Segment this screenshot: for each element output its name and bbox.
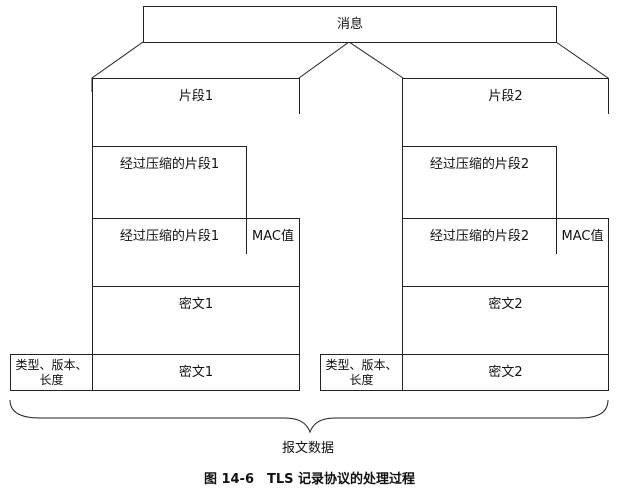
ciphertext-2-final-box: 密文2 — [402, 354, 609, 391]
ciphertext-2-box: 密文2 — [402, 286, 609, 323]
header-1-box: 类型、版本、 长度 — [10, 354, 93, 391]
header-2-box: 类型、版本、 长度 — [320, 354, 403, 391]
ciphertext-2-final-label: 密文2 — [488, 364, 523, 380]
fragment-1-box: 片段1 — [92, 78, 300, 115]
header-2-line1: 类型、版本、 — [325, 357, 398, 372]
message-box: 消息 — [143, 6, 557, 43]
ciphertext-1-final-label: 密文1 — [178, 364, 214, 380]
compressed-2-repeat-label: 经过压缩的片段2 — [429, 228, 530, 244]
compressed-1-mac-row: 经过压缩的片段1 — [92, 218, 247, 255]
compressed-1-label: 经过压缩的片段1 — [119, 156, 220, 172]
mac-2-label: MAC值 — [561, 228, 604, 244]
compressed-2-gap — [402, 182, 557, 219]
ciphertext-1-gap — [92, 322, 300, 355]
figure-caption: 图 14-6 TLS 记录协议的处理过程 — [203, 472, 416, 487]
header-1-line1: 类型、版本、 — [15, 357, 88, 372]
ciphertext-1-box: 密文1 — [92, 286, 300, 323]
mac-2-box: MAC值 — [556, 218, 609, 255]
split-notch — [298, 41, 404, 79]
compressed-1-repeat-label: 经过压缩的片段1 — [119, 228, 220, 244]
compressed-2-label: 经过压缩的片段2 — [429, 156, 530, 172]
compressed-1-box: 经过压缩的片段1 — [92, 146, 247, 183]
mac-2-gap — [402, 254, 609, 287]
ciphertext-1-label: 密文1 — [178, 296, 214, 312]
ciphertext-2-label: 密文2 — [488, 296, 523, 312]
brace-label: 报文数据 — [282, 441, 335, 456]
compressed-2-mac-row: 经过压缩的片段2 — [402, 218, 557, 255]
header-2-line2: 长度 — [349, 372, 374, 387]
compressed-1-gap — [92, 182, 247, 219]
mac-1-box: MAC值 — [246, 218, 300, 255]
ciphertext-1-final-box: 密文1 — [92, 354, 300, 391]
mac-1-label: MAC值 — [252, 228, 294, 244]
ciphertext-2-gap — [402, 322, 609, 355]
brace-line — [9, 399, 609, 434]
fragment-2-gap — [402, 114, 609, 147]
message-label: 消息 — [336, 16, 363, 32]
fragment-1-label: 片段1 — [178, 88, 214, 104]
mac-1-gap — [92, 254, 300, 287]
fragment-1-gap — [92, 114, 300, 147]
header-1-line2: 长度 — [39, 372, 64, 387]
fragment-2-label: 片段2 — [488, 88, 523, 104]
fragment-2-box: 片段2 — [402, 78, 609, 115]
compressed-2-box: 经过压缩的片段2 — [402, 146, 557, 183]
